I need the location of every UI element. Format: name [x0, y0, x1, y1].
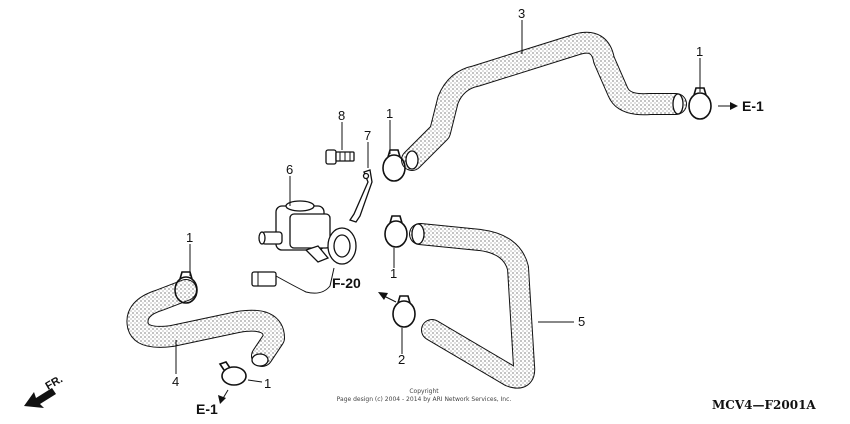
callout-7: 7 — [364, 128, 371, 143]
ref-e1-right[interactable]: E-1 — [742, 98, 764, 114]
copyright-line-1: Copyright — [409, 388, 439, 395]
clamp-2[interactable] — [392, 295, 416, 328]
leader-lines — [175, 20, 701, 383]
front-arrow-icon — [24, 388, 56, 408]
clamp-1-middle[interactable] — [384, 215, 408, 248]
hose-3[interactable] — [401, 31, 687, 171]
clamp-1-top-right[interactable] — [688, 87, 712, 120]
valve-wire-harness[interactable] — [251, 267, 335, 294]
callout-2: 2 — [398, 352, 405, 367]
callout-1-top-center: 1 — [386, 106, 393, 121]
ref-f20[interactable]: F-20 — [332, 275, 361, 291]
arrow-to-e1-right — [718, 102, 738, 110]
callout-1-top-right: 1 — [696, 44, 703, 59]
callout-1-bottom: 1 — [264, 376, 271, 391]
bolt-8[interactable] — [325, 149, 355, 165]
figure-code: MCV4—F2001A — [712, 398, 816, 412]
callout-5: 5 — [578, 314, 585, 329]
front-direction-label: FR. — [44, 373, 65, 392]
arrow-to-e1-bottom — [218, 389, 229, 404]
hose-4[interactable] — [126, 279, 285, 367]
hose-5[interactable] — [409, 223, 536, 389]
callout-8: 8 — [338, 108, 345, 123]
ref-e1-bottom[interactable]: E-1 — [196, 401, 218, 417]
air-injection-valve[interactable] — [258, 200, 357, 265]
stay-7[interactable] — [348, 169, 373, 223]
callout-1-middle: 1 — [390, 266, 397, 281]
clamp-1-left[interactable] — [174, 271, 198, 304]
copyright-line-2: Page design (c) 2004 - 2014 by ARI Netwo… — [337, 396, 512, 403]
clamp-1-bottom[interactable] — [218, 361, 247, 386]
clamp-1-top-center[interactable] — [382, 149, 406, 182]
arrow-from-f20 — [378, 292, 397, 303]
callout-3: 3 — [518, 6, 525, 21]
callout-4: 4 — [172, 374, 179, 389]
callout-1-left: 1 — [186, 230, 193, 245]
callout-6: 6 — [286, 162, 293, 177]
